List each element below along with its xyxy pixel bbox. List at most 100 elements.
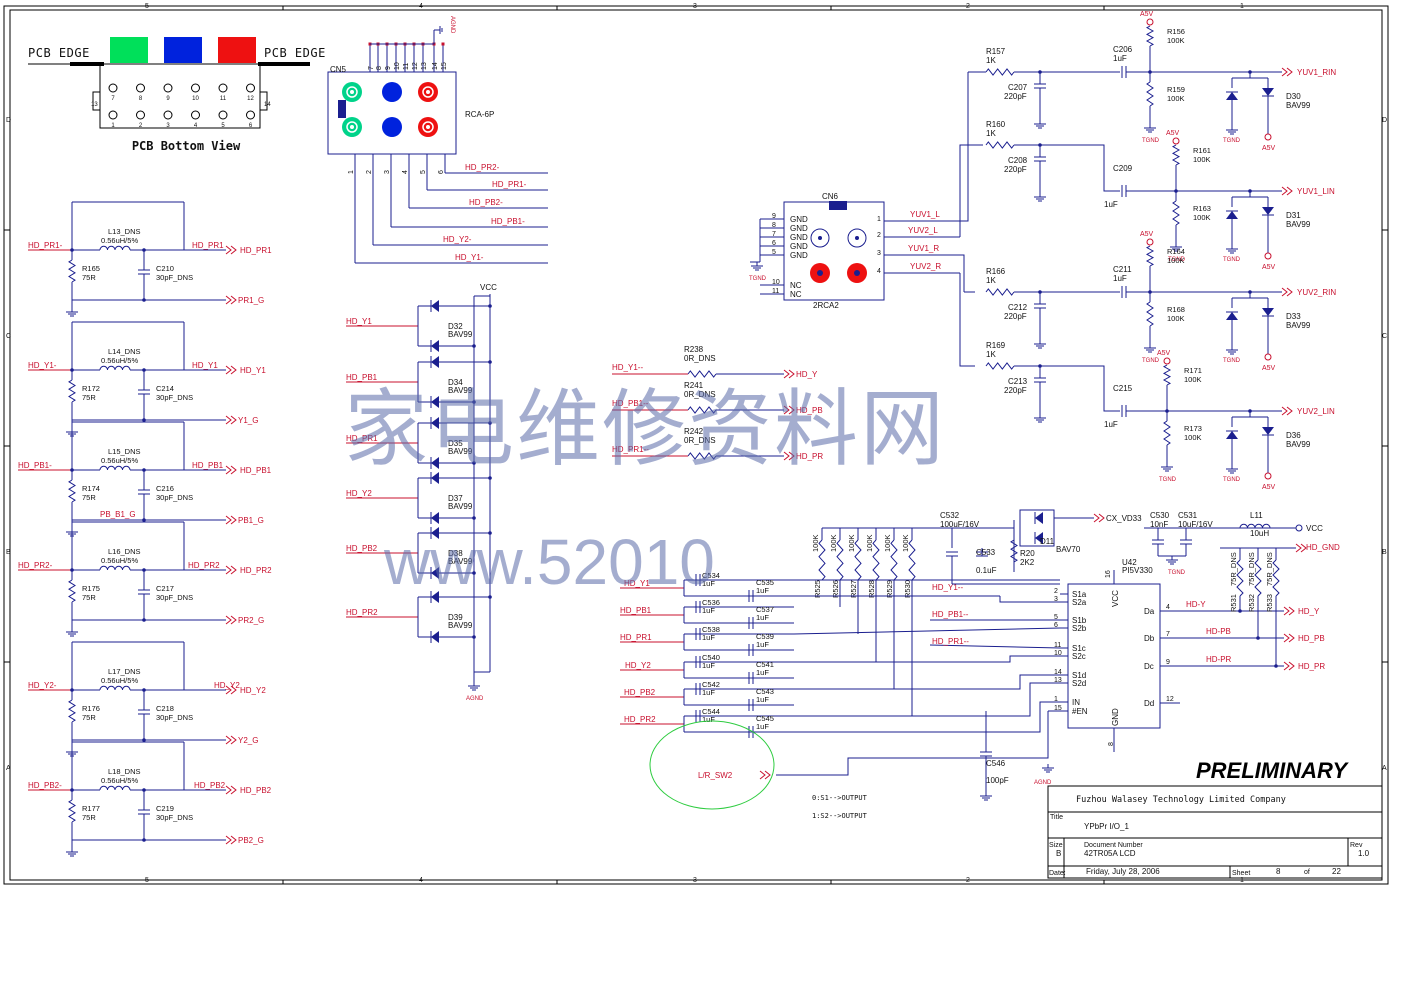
audio-shunt-cap-value: 220pF [1004,386,1027,395]
cn5-bottom-pin: 3 [384,170,391,174]
c546-ref: C546 [986,759,1006,768]
audio-coupling-cap-value: 1uF [1104,200,1118,209]
filter-resistor-value: 75R [82,273,96,282]
esd-net-label: HD_Y1 [346,317,372,326]
power-tgnd: TGND [1168,570,1186,576]
bias-res-value: 100K [901,534,910,552]
audio-a5v-label: A5V [1166,130,1180,137]
bias-res-ref: R528 [867,580,876,598]
esd-diode-ref: D37 [448,494,463,503]
title-label: Title [1050,814,1063,821]
filter-inductor-value: 0.56uH/5% [101,236,138,245]
filter-resistor-value: 75R [82,393,96,402]
filter-input-net: HD_PB1- [18,461,52,470]
filter-resistor-value: 75R [82,593,96,602]
audio-diode-a5v: A5V [1262,264,1276,271]
cn6-left-pin-num: 10 [772,279,780,286]
cn6-left-pin-num: 5 [772,249,776,256]
input-filter: HD_Y2-HD_Y2HD_Y2L17_DNS0.56uH/5%R17675RC… [28,641,266,757]
audio-shunt-cap-value: 220pF [1004,92,1027,101]
filter-resistor-ref: R176 [82,704,100,713]
audio-diode-part: BAV99 [1286,101,1311,110]
mux-left-pin-num: 14 [1054,669,1062,676]
cn5-net-label: HD_PB1- [491,217,525,226]
cx-vd33-label: CX_VD33 [1106,514,1142,523]
audio-diode-tgnd: TGND [1223,257,1241,263]
mux-vcc-name: VCC [1111,590,1120,607]
filter-input-net: HD_PB2- [28,781,62,790]
mux-agnd-label: AGND [1034,780,1052,786]
mux-left-pin-num: 3 [1054,596,1058,603]
filter-output-net: HD_PB2 [194,781,226,790]
coupling-cap-b-ref: C543 [756,687,774,696]
bias-res-ref: R527 [849,580,858,598]
rca-jack [382,117,402,137]
audio-pullup-value: 100K [1193,155,1211,164]
cn6-ref: CN6 [822,192,839,201]
mux-out-label: HD-PB [1206,627,1231,636]
filter-cap-value: 30pF_DNS [156,593,193,602]
pull-res-value: 75R_DNS [1247,552,1256,586]
audio-pulldown-value: 100K [1184,433,1202,442]
coupling-cap-b-value: 1uF [756,613,769,622]
cn6-tgnd: TGND [749,276,767,282]
c531-value: 10uF/16V [1178,520,1213,529]
switch-note-2: 1:S2-->OUTPUT [812,812,868,820]
audio-tgnd-label: TGND [1142,138,1160,144]
r20-value: 2K2 [1020,558,1035,567]
audio-pullup-ref: R161 [1193,146,1211,155]
lr-sw2-label: L/R_SW2 [698,771,733,780]
coupling-cap-a-value: 1uF [702,715,715,724]
audio-series-res-ref: R169 [986,341,1006,350]
cn5-top-pin: 13 [421,62,428,70]
cn5-top-pin: 8 [376,66,383,70]
audio-shunt-cap-ref: C208 [1008,156,1028,165]
mux-left-pin-name: S2d [1072,679,1086,688]
pcb-pin-top: 9 [166,96,170,102]
cn6-right-pin-num: 2 [877,232,881,239]
border-col-label-top: 1 [1240,3,1244,10]
filter-port-label: HD_PR2 [240,566,272,575]
filter-output-net: HD_PR2 [188,561,220,570]
filter-ground-port: Y1_G [238,416,258,425]
mux-part: PI5V330 [1122,566,1153,575]
mux-net-y: HD_Y1-- [932,583,963,592]
esd-diode-part: BAV99 [448,447,473,456]
border-col-label-bottom: 4 [419,877,423,884]
audio-output-net: YUV1_LIN [1297,187,1335,196]
audio-shunt-cap-ref: C207 [1008,83,1028,92]
esd-vcc-label: VCC [480,283,497,292]
bypass-in-net: HD_PB1-- [612,399,649,408]
mux-right-pin-name: Db [1144,634,1155,643]
esd-agnd-label: AGND [466,696,484,702]
cn5-net-label: HD_PB2- [469,198,503,207]
audio-shunt-cap-ref: C212 [1008,303,1028,312]
d11-value: BAV70 [1056,545,1081,554]
audio-coupling-cap-ref: C209 [1113,164,1133,173]
audio-series-res-ref: R160 [986,120,1006,129]
pcb-edge-label-right: PCB EDGE [264,46,326,60]
esd-net-label: HD_PB1 [346,373,378,382]
filter-ground-port: PB2_G [238,836,264,845]
filter-inductor-ref: L17_DNS [108,667,141,676]
pcb-pin-top: 8 [139,96,143,102]
bias-res-value: 100K [883,534,892,552]
esd-diode-part: BAV99 [448,330,473,339]
cn5-net-label: HD_PR1- [492,180,527,189]
cn6-right-pin-num: 1 [877,216,881,223]
date-value: Friday, July 28, 2006 [1086,867,1160,876]
size-value: B [1056,849,1061,858]
cn5-net-label: HD_PR2- [465,163,500,172]
audio-diode-a5v: A5V [1262,484,1276,491]
mux-output-net: HD_PB [1298,634,1325,643]
highlight-circle [649,720,775,810]
audio-shunt-cap-value: 220pF [1004,165,1027,174]
audio-diode-tgnd: TGND [1223,138,1241,144]
pcb-pin-top: 12 [247,96,254,102]
audio-output-net: YUV2_LIN [1297,407,1335,416]
audio-pulldown-ref: R163 [1193,204,1211,213]
audio-pulldown-value: 100K [1167,94,1185,103]
mux-left-pin-num: 13 [1054,677,1062,684]
